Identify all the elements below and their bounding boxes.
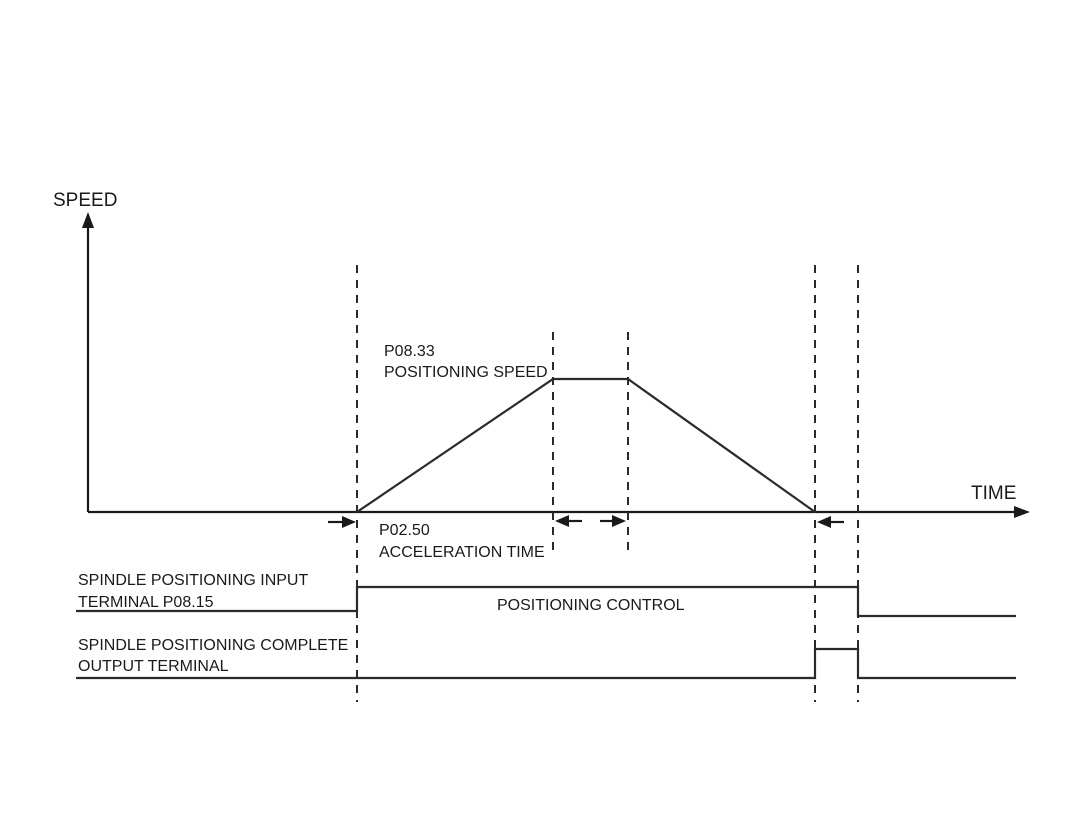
speed-profile-curve [356, 377, 816, 513]
positioning-speed-code: P08.33 [384, 343, 435, 360]
complete-output-label-line1: SPINDLE POSITIONING COMPLETE [78, 637, 348, 654]
complete-output-signal [76, 647, 1016, 680]
decel-end-arrow [817, 516, 844, 528]
accel-start-arrow [328, 516, 356, 528]
y-axis-label: SPEED [53, 190, 117, 211]
y-axis-arrowhead [82, 212, 94, 228]
constant-speed-right-arrow [600, 515, 626, 527]
positioning-control-label: POSITIONING CONTROL [497, 597, 685, 614]
input-terminal-label-line1: SPINDLE POSITIONING INPUT [78, 572, 308, 589]
input-terminal-signal [76, 585, 1016, 618]
acceleration-time-code: P02.50 [379, 522, 430, 539]
x-axis-label: TIME [971, 483, 1016, 504]
acceleration-time-label: ACCELERATION TIME [379, 544, 545, 561]
complete-output-label-line2: OUTPUT TERMINAL [78, 658, 229, 675]
positioning-speed-label: POSITIONING SPEED [384, 364, 548, 381]
input-terminal-label-line2: TERMINAL P08.15 [78, 594, 214, 611]
x-axis-arrowhead [1014, 506, 1030, 518]
constant-speed-left-arrow [555, 515, 582, 527]
